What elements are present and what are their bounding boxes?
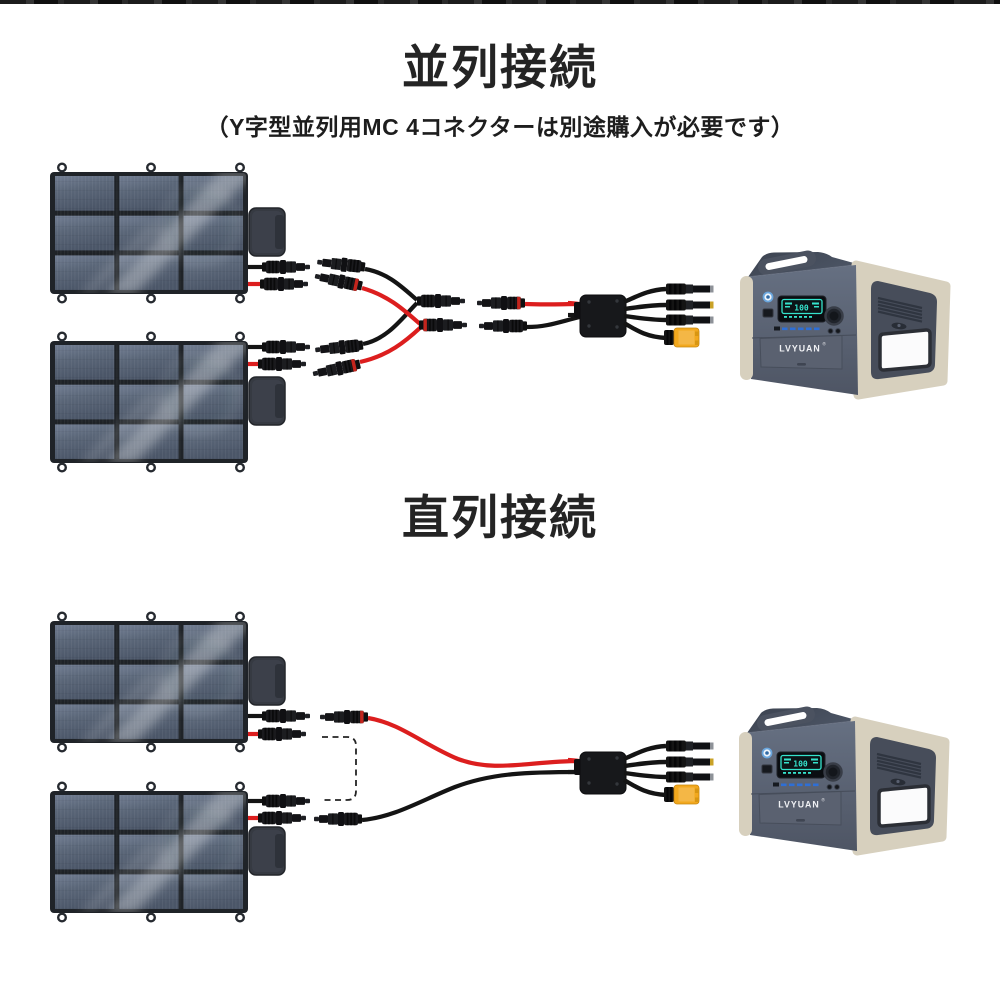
parallel-black-cables (248, 264, 581, 350)
y-branch-connector (314, 269, 364, 293)
extension-black-connector (314, 812, 362, 826)
extension-red-connector (320, 710, 368, 724)
splitter-cable-series (568, 741, 714, 805)
solar-panel-3 (50, 613, 285, 752)
splitter-input-connector (477, 296, 525, 310)
y-output-connector (419, 318, 467, 332)
y-branch-connector (312, 357, 362, 381)
solar-panel-2 (50, 333, 285, 472)
panel4-black-connector (262, 794, 310, 808)
panel1-red-connector (260, 277, 308, 291)
y-branch-connector (316, 255, 366, 274)
series-black-cables (248, 713, 581, 823)
series-section-title: 直列接続 (402, 491, 598, 544)
top-edge-crop-strip (0, 0, 1000, 4)
splitter-input-connector (479, 319, 527, 333)
panel3-black-connector (262, 709, 310, 723)
solar-panel-4 (50, 783, 285, 922)
solar-panel-1 (50, 164, 285, 303)
series-diagram (50, 613, 945, 922)
panel4-red-connector (258, 811, 306, 825)
parallel-diagram (50, 164, 946, 472)
parallel-section-title: 並列接続 (402, 41, 598, 94)
power-station-parallel (740, 252, 946, 395)
panel1-black-connector (262, 260, 310, 274)
panel2-black-connector (262, 340, 310, 354)
panel3-red-connector (258, 727, 306, 741)
y-output-connector (417, 294, 465, 308)
y-branch-connector (314, 338, 364, 357)
panel2-red-connector (258, 357, 306, 371)
series-link-dashed-line (322, 736, 357, 801)
power-station-series (739, 708, 945, 851)
parallel-section-note: （Y字型並列用MC 4コネクターは別途購入が必要です） (205, 114, 795, 140)
splitter-cable-parallel (568, 284, 714, 348)
